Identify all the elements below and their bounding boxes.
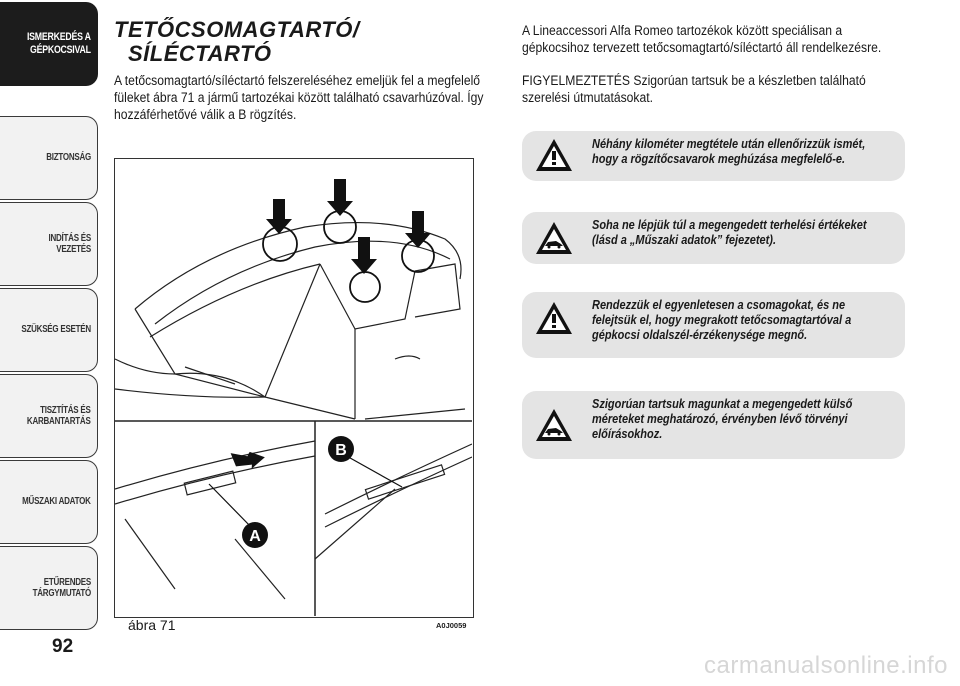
warning-text: Rendezzük el egyenletesen a csomagokat, …: [592, 298, 852, 342]
title-line-2: SÍLÉCTARTÓ: [128, 41, 272, 66]
warning-text: Szigorúan tartsuk magunkat a megengedett…: [592, 397, 853, 441]
warning-box: Rendezzük el egyenletesen a csomagokat, …: [522, 292, 905, 358]
car-warning-icon: [536, 409, 572, 441]
figure-code: A0J0059: [436, 621, 467, 630]
exclamation-icon: [536, 139, 572, 171]
right-paragraph-1: A Lineaccessori Alfa Romeo tartozékok kö…: [522, 23, 882, 55]
tab-tisztitas[interactable]: TISZTÍTÁS ÉS KARBANTARTÁS: [0, 374, 98, 458]
figure-caption: ábra 71: [128, 617, 176, 633]
car-warning-icon: [536, 222, 572, 254]
tab-label: TISZTÍTÁS ÉS KARBANTARTÁS: [27, 404, 91, 428]
right-paragraph-2: FIGYELMEZTETÉS Szigorúan tartsuk be a ké…: [522, 73, 866, 105]
label-a-badge: [242, 522, 268, 548]
tab-label: ISMERKEDÉS A GÉPKOCSIVAL: [27, 31, 92, 56]
title-line-1: TETŐCSOMAGTARTÓ/: [114, 17, 360, 42]
label-b-badge: [328, 436, 354, 462]
tab-biztonsag[interactable]: BIZTONSÁG: [0, 116, 98, 200]
roof-rack-drawing: A B: [114, 179, 473, 616]
warning-box: Néhány kilométer megtétele után ellenőri…: [522, 131, 905, 181]
tab-label: MŰSZAKI ADATOK: [22, 496, 92, 508]
figure-illustration: A B: [114, 158, 474, 618]
tab-inditas[interactable]: INDÍTÁS ÉS VEZETÉS: [0, 202, 98, 286]
exclamation-icon: [536, 302, 572, 334]
tab-label: SZÜKSÉG ESETÉN: [21, 324, 91, 336]
watermark: carmanualsonline.info: [704, 652, 948, 679]
tab-muszaki[interactable]: MŰSZAKI ADATOK: [0, 460, 98, 544]
intro-paragraph: A tetőcsomagtartó/síléctartó felszerelés…: [114, 73, 484, 122]
label-b: B: [335, 442, 347, 459]
warning-text: Soha ne lépjük túl a megengedett terhelé…: [592, 218, 867, 247]
label-a: A: [249, 528, 261, 545]
tab-label: BIZTONSÁG: [46, 152, 91, 164]
tab-label: INDÍTÁS ÉS VEZETÉS: [48, 232, 92, 256]
warning-box: Soha ne lépjük túl a megengedett terhelé…: [522, 212, 905, 264]
tab-szukseg[interactable]: SZÜKSÉG ESETÉN: [0, 288, 98, 372]
chapter-tabs: ISMERKEDÉS A GÉPKOCSIVAL BIZTONSÁG INDÍT…: [0, 0, 100, 640]
tab-targymutato[interactable]: ETŰRENDES TÁRGYMUTATÓ: [0, 546, 98, 630]
section-title: TETŐCSOMAGTARTÓ/ SÍLÉCTARTÓ: [114, 18, 360, 66]
page-number: 92: [52, 636, 74, 657]
tab-label: ETŰRENDES TÁRGYMUTATÓ: [32, 576, 92, 600]
tab-ismerkedes[interactable]: ISMERKEDÉS A GÉPKOCSIVAL: [0, 2, 98, 86]
warning-text: Néhány kilométer megtétele után ellenőri…: [592, 137, 866, 166]
warning-box: Szigorúan tartsuk magunkat a megengedett…: [522, 391, 905, 459]
